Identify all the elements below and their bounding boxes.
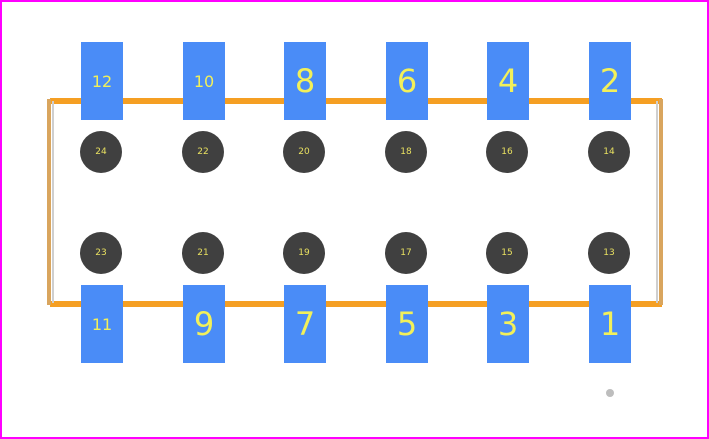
hole-label: 22 [197,147,209,157]
hole-label: 13 [603,248,615,258]
smd-pad-top[interactable]: 2 [589,42,631,120]
outline-top-edge [50,98,662,104]
smd-pad-bottom[interactable]: 1 [589,285,631,363]
hole-label: 18 [400,147,412,157]
hole-label: 21 [197,248,209,258]
smd-pad-bottom[interactable]: 9 [183,285,225,363]
smd-pad-bottom[interactable]: 5 [386,285,428,363]
smd-pad-bottom[interactable]: 3 [487,285,529,363]
hole-label: 14 [603,147,615,157]
outline-right-edge [659,99,663,305]
pad-label: 6 [396,62,418,100]
hole-label: 20 [298,147,310,157]
pad-label: 8 [294,62,316,100]
outline-right-inner-edge [656,101,658,303]
hole-label: 16 [501,147,513,157]
through-hole-lower[interactable]: 23 [80,232,122,274]
outline-bottom-edge [50,301,662,307]
pad-label: 9 [193,305,215,343]
outline-left-edge [47,99,51,305]
through-hole-upper[interactable]: 14 [588,131,630,173]
smd-pad-top[interactable]: 10 [183,42,225,120]
hole-label: 19 [298,248,310,258]
smd-pad-top[interactable]: 12 [81,42,123,120]
through-hole-lower[interactable]: 13 [588,232,630,274]
smd-pad-top[interactable]: 4 [487,42,529,120]
smd-pad-top[interactable]: 6 [386,42,428,120]
through-hole-lower[interactable]: 21 [182,232,224,274]
pad-label: 4 [497,62,519,100]
smd-pad-bottom[interactable]: 7 [284,285,326,363]
hole-label: 15 [501,248,513,258]
through-hole-lower[interactable]: 17 [385,232,427,274]
dot-marker-icon [606,389,614,397]
through-hole-upper[interactable]: 20 [283,131,325,173]
through-hole-upper[interactable]: 16 [486,131,528,173]
pad-label: 12 [91,71,113,91]
hole-label: 24 [95,147,107,157]
through-hole-lower[interactable]: 15 [486,232,528,274]
through-hole-upper[interactable]: 22 [182,131,224,173]
through-hole-upper[interactable]: 18 [385,131,427,173]
through-hole-upper[interactable]: 24 [80,131,122,173]
pad-label: 1 [599,305,621,343]
smd-pad-top[interactable]: 8 [284,42,326,120]
pad-label: 3 [497,305,519,343]
pad-label: 5 [396,305,418,343]
pad-label: 2 [599,62,621,100]
hole-label: 17 [400,248,412,258]
outline-left-inner-edge [52,101,54,303]
pad-label: 11 [91,314,113,334]
pad-label: 7 [294,305,316,343]
pad-label: 10 [193,71,215,91]
hole-label: 23 [95,248,107,258]
through-hole-lower[interactable]: 19 [283,232,325,274]
smd-pad-bottom[interactable]: 11 [81,285,123,363]
